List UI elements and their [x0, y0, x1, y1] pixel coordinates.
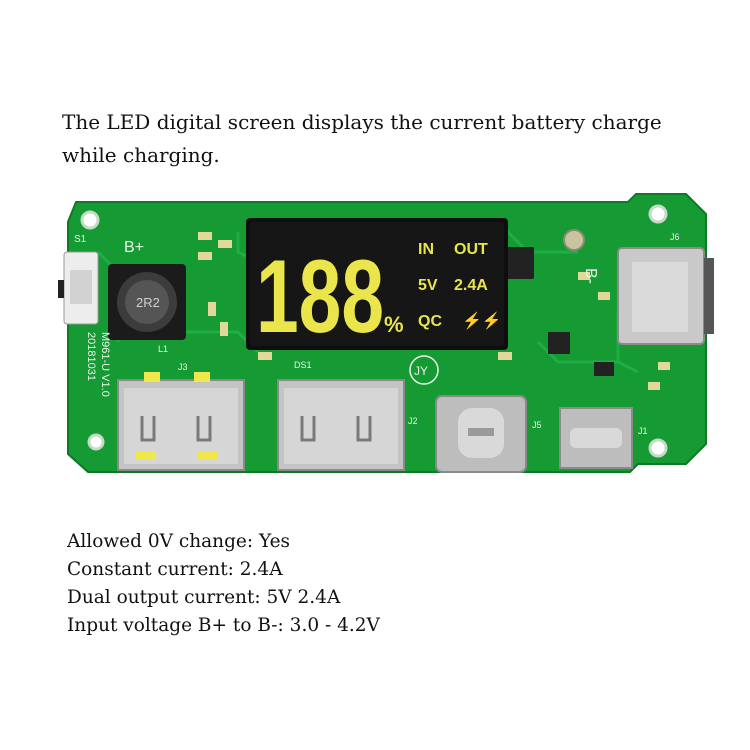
- spec-list: Allowed 0V change: Yes Constant current:…: [67, 528, 380, 640]
- silk-board-date: 20181031: [85, 332, 97, 381]
- side-usb-c-port: [617, 247, 714, 345]
- lcd-5v-label: 5V: [418, 277, 438, 294]
- lcd-percent-digits: 188: [256, 239, 384, 355]
- silk-logo: JY: [414, 364, 428, 378]
- slide-switch: [58, 251, 99, 325]
- silk-l1: L1: [158, 344, 168, 354]
- smd-components: [198, 232, 670, 390]
- led-indicator: [563, 229, 585, 251]
- mounting-hole: [80, 210, 100, 230]
- mounting-hole: [648, 204, 668, 224]
- lcd-lightning-icon: ⚡⚡: [462, 311, 502, 330]
- usb-a-port-1: [117, 372, 245, 471]
- ic-chips: [506, 247, 614, 376]
- lcd-out-label: OUT: [454, 241, 488, 258]
- lcd-2-4a-label: 2.4A: [454, 277, 488, 294]
- usb-a-port-2: [277, 379, 405, 471]
- lcd-display: [246, 218, 508, 350]
- lcd-in-label: IN: [418, 241, 434, 258]
- micro-usb-port: [559, 407, 633, 469]
- silk-j2: J2: [408, 416, 418, 426]
- silk-ds1: DS1: [294, 360, 312, 370]
- inductor: [108, 264, 186, 340]
- jy-logo-ring: [409, 355, 439, 385]
- pcb-board: S1 B+ 2R2 L1 20181031 M961-U V1.0: [58, 192, 718, 492]
- spec-item: Allowed 0V change: Yes: [67, 531, 291, 552]
- mounting-holes: [80, 204, 668, 458]
- silk-j5: J5: [532, 420, 542, 430]
- inductor-marking: 2R2: [136, 295, 160, 310]
- lcd-qc-label: QC: [418, 313, 442, 330]
- spec-item: Constant current: 2.4A: [67, 559, 283, 580]
- spec-item: Dual output current: 5V 2.4A: [67, 587, 341, 608]
- caption-text: The LED digital screen displays the curr…: [62, 110, 662, 167]
- silk-b-plus: B+: [124, 239, 144, 256]
- lcd-percent-sign: %: [384, 312, 404, 337]
- mounting-hole: [87, 433, 105, 451]
- silk-j1: J1: [638, 426, 648, 436]
- silk-board-name: M961-U V1.0: [99, 332, 111, 397]
- silk-j3: J3: [178, 362, 188, 372]
- spec-item: Input voltage B+ to B-: 3.0 - 4.2V: [67, 615, 380, 636]
- silk-j6: J6: [670, 232, 680, 242]
- silk-s1: S1: [74, 234, 87, 245]
- mounting-hole: [648, 438, 668, 458]
- silk-b-minus: B-: [582, 268, 599, 284]
- usb-c-port: [435, 395, 527, 473]
